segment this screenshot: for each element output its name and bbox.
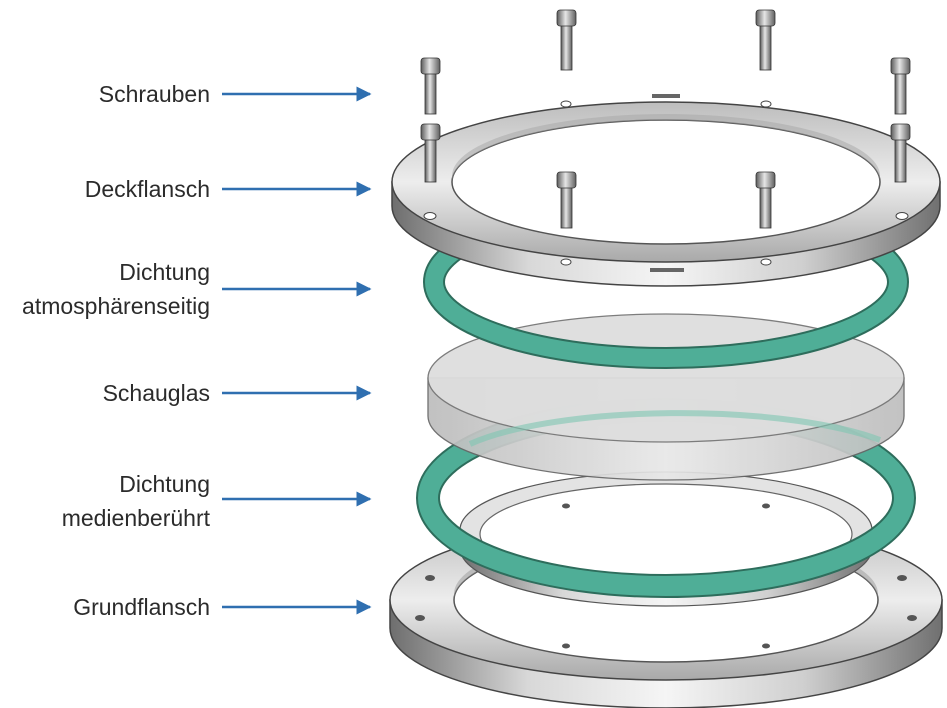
label-dichtung-medienberuehrt: Dichtung medienberührt <box>62 467 210 535</box>
label-dichtung-med-line1: Dichtung <box>119 471 210 497</box>
bolt <box>890 123 911 183</box>
bolt <box>755 171 776 229</box>
bolt <box>890 57 911 115</box>
bolt <box>420 57 441 115</box>
arrows <box>222 86 372 615</box>
label-dichtung-atmosphaerenseitig: Dichtung atmosphärenseitig <box>22 255 210 323</box>
bolt <box>755 9 776 71</box>
label-dichtung-atm-line1: Dichtung <box>119 259 210 285</box>
label-dichtung-atm-line2: atmosphärenseitig <box>22 293 210 319</box>
label-deckflansch: Deckflansch <box>84 176 210 202</box>
bolt <box>556 171 577 229</box>
label-grundflansch: Grundflansch <box>73 594 210 620</box>
label-schauglas: Schauglas <box>102 380 210 406</box>
label-schrauben: Schrauben <box>98 81 210 107</box>
deckflansch-part <box>391 94 941 287</box>
schrauben-part <box>420 9 911 229</box>
bolt <box>556 9 577 71</box>
label-dichtung-med-line2: medienberührt <box>61 505 210 531</box>
bolt <box>420 123 441 183</box>
